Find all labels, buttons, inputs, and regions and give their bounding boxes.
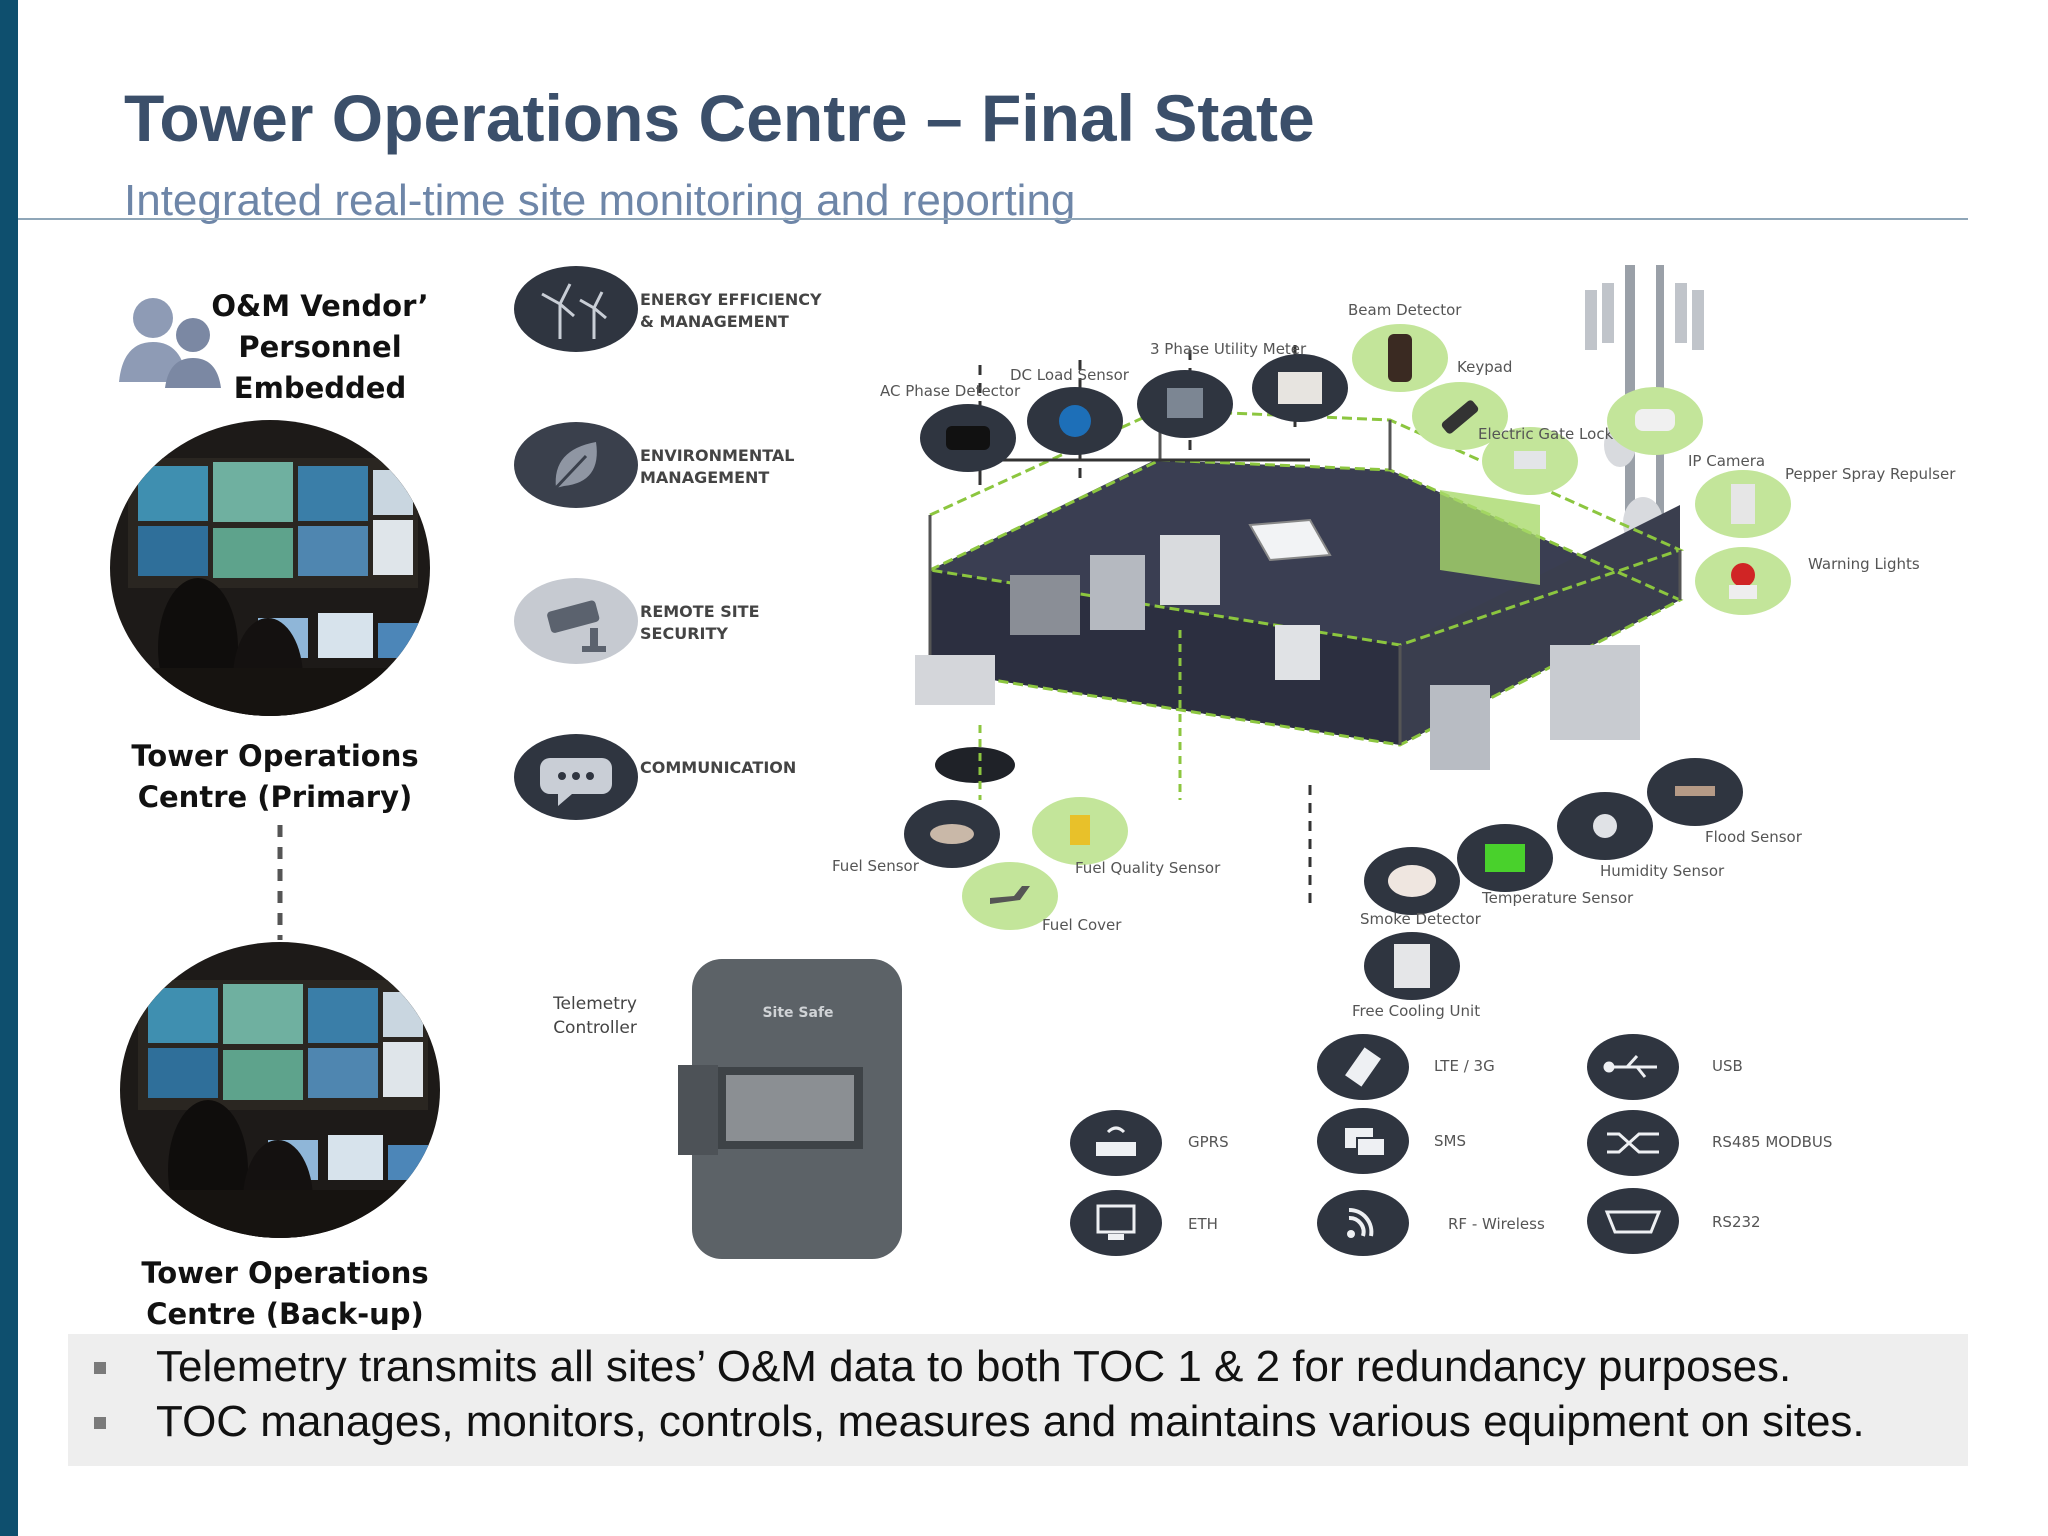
vendor-personnel-label: O&M Vendor’ Personnel Embedded: [211, 289, 429, 405]
left-accent-bar: [0, 0, 18, 1536]
toc-primary-label: Tower Operations Centre (Primary): [131, 739, 419, 814]
fuel-cover-icon: [962, 862, 1058, 930]
pepper-spray-label: Pepper Spray Repulser: [1785, 465, 1956, 483]
category-environmental-label: ENVIRONMENTAL MANAGEMENT: [640, 446, 795, 487]
controller-brand-text: Site Safe: [762, 1005, 833, 1021]
fuel-cover-label: Fuel Cover: [1042, 916, 1122, 934]
toc-backup-label: Tower Operations Centre (Back-up): [141, 1256, 429, 1331]
rs232-port-icon: [1587, 1188, 1679, 1254]
chat-bubble-icon: [514, 734, 638, 820]
fuel-sensor-icon: [904, 800, 1000, 868]
three-phase-meter-icon: [1137, 370, 1233, 438]
personnel-icon: [119, 298, 221, 388]
comm-rf-label: RF - Wireless: [1448, 1215, 1545, 1233]
ethernet-icon: [1070, 1190, 1162, 1256]
category-communication-label: COMMUNICATION: [640, 758, 797, 777]
ac-phase-detector-icon: [920, 404, 1016, 472]
humidity-sensor-label: Humidity Sensor: [1600, 862, 1725, 880]
sms-icon: [1317, 1108, 1409, 1174]
utility-meter-icon: [1252, 354, 1348, 422]
usb-icon: [1587, 1034, 1679, 1100]
fuel-quality-sensor-label: Fuel Quality Sensor: [1075, 859, 1221, 877]
comm-usb-label: USB: [1712, 1057, 1743, 1075]
electric-gate-lock-label: Electric Gate Lock: [1478, 425, 1614, 443]
beam-detector-icon: [1352, 324, 1448, 392]
telemetry-controller-device: Site Safe: [678, 959, 902, 1259]
telemetry-controller-label: Telemetry Controller: [553, 994, 637, 1038]
warning-lights-label: Warning Lights: [1808, 555, 1920, 573]
page-subtitle: Integrated real-time site monitoring and…: [124, 176, 1076, 225]
temperature-sensor-label: Temperature Sensor: [1482, 889, 1634, 907]
free-cooling-unit-icon: [1364, 932, 1460, 1000]
wind-turbine-icon: [514, 266, 638, 352]
summary-bullets: Telemetry transmits all sites’ O&M data …: [68, 1334, 1968, 1466]
category-energy-label: ENERGY EFFICIENCY & MANAGEMENT: [640, 290, 822, 331]
smoke-detector-icon: [1364, 847, 1460, 915]
category-security-label: REMOTE SITE SECURITY: [640, 602, 760, 643]
comm-eth-label: ETH: [1188, 1215, 1218, 1233]
site-illustration: [915, 265, 1704, 905]
toc-link-dashed-line: [277, 825, 283, 940]
bullet-text: TOC manages, monitors, controls, measure…: [156, 1397, 1865, 1446]
beam-detector-label: Beam Detector: [1348, 301, 1462, 319]
toc-backup-photo: [120, 942, 440, 1238]
warning-light-icon: [1695, 547, 1791, 615]
keypad-label: Keypad: [1457, 358, 1513, 376]
electric-gate-lock-icon: [1482, 427, 1578, 495]
cctv-camera-icon: [514, 578, 638, 664]
three-phase-meter-label: 3 Phase Utility Meter: [1150, 340, 1307, 358]
toc-primary-photo: [110, 420, 430, 716]
fuel-sensor-label: Fuel Sensor: [832, 857, 919, 875]
comm-rs485-label: RS485 MODBUS: [1712, 1133, 1833, 1151]
bullet-text: Telemetry transmits all sites’ O&M data …: [156, 1342, 1792, 1391]
rf-wireless-icon: [1317, 1190, 1409, 1256]
title-divider: [18, 218, 1968, 220]
comm-rs232-label: RS232: [1712, 1213, 1761, 1231]
fuel-quality-sensor-icon: [1032, 797, 1128, 865]
smoke-detector-label: Smoke Detector: [1360, 910, 1481, 928]
dc-load-sensor-icon: [1027, 387, 1123, 455]
temperature-sensor-icon: [1457, 824, 1553, 892]
free-cooling-unit-label: Free Cooling Unit: [1352, 1002, 1481, 1020]
ip-camera-label: IP Camera: [1688, 452, 1766, 470]
pepper-spray-icon: [1695, 470, 1791, 538]
leaf-icon: [514, 422, 638, 508]
ip-camera-icon: [1607, 387, 1703, 455]
satellite-icon: [1317, 1034, 1409, 1100]
comm-sms-label: SMS: [1434, 1132, 1466, 1150]
humidity-sensor-icon: [1557, 792, 1653, 860]
bullet-item: Telemetry transmits all sites’ O&M data …: [68, 1342, 1968, 1397]
comm-lte-label: LTE / 3G: [1434, 1057, 1495, 1075]
gprs-router-icon: [1070, 1110, 1162, 1176]
ac-phase-detector-label: AC Phase Detector: [880, 382, 1021, 400]
flood-sensor-label: Flood Sensor: [1705, 828, 1802, 846]
dc-load-sensor-label: DC Load Sensor: [1010, 366, 1129, 384]
bullet-square-icon: [94, 1362, 106, 1374]
comm-gprs-label: GPRS: [1188, 1133, 1229, 1151]
page-title: Tower Operations Centre – Final State: [124, 81, 1315, 155]
rs485-modbus-icon: [1587, 1110, 1679, 1176]
flood-sensor-icon: [1647, 758, 1743, 826]
keypad-icon: [1412, 382, 1508, 450]
bullet-square-icon: [94, 1417, 106, 1429]
bullet-item: TOC manages, monitors, controls, measure…: [68, 1397, 1968, 1452]
